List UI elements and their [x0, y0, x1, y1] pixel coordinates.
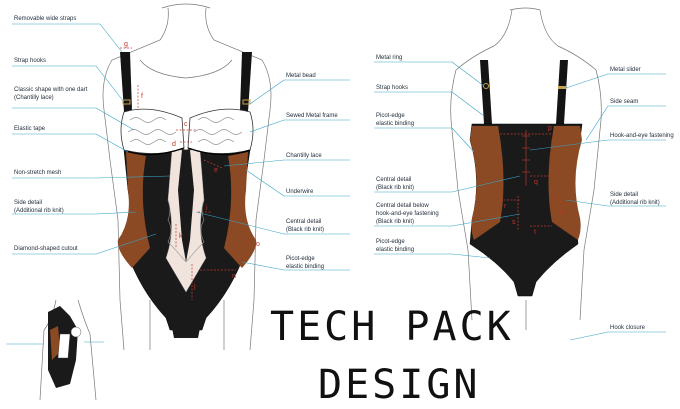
label-elastic-binding: elastic binding: [286, 264, 324, 270]
front-right-strap: [240, 52, 252, 112]
back-left-labels: Metal ring Strap hooks Picot-edge elasti…: [376, 55, 439, 253]
front-left-leaders: [12, 23, 171, 255]
front-central-detail: [178, 150, 194, 262]
back-mannequin: [450, 7, 602, 330]
meas-n: n: [232, 273, 236, 280]
back-left-leaders: [374, 61, 521, 259]
label-back-black-rib-knit-2: (Black rib knit): [376, 219, 414, 225]
label-metal-ring: Metal ring: [376, 55, 402, 61]
label-back-elastic-binding: elastic binding: [376, 121, 414, 127]
side-view-thumbnail: [6, 299, 104, 401]
label-hook-eye-fastening-note: hook-and-eye fastening: [376, 211, 439, 217]
meas-f: f: [141, 93, 143, 100]
label-metal-bead: Metal bead: [286, 73, 316, 79]
label-back-strap-hooks: Strap hooks: [376, 85, 408, 91]
label-central-detail: Central detail: [286, 219, 321, 225]
label-picot-edge: Picot-edge: [286, 256, 315, 262]
back-left-strap: [480, 60, 492, 124]
label-central-detail-below: Central detail below: [376, 203, 429, 209]
meas-q: q: [534, 179, 538, 186]
label-back-additional-rib-knit: (Additional rib knit): [610, 200, 660, 206]
label-strap-hooks: Strap hooks: [14, 58, 46, 64]
front-crotch: [170, 318, 202, 338]
label-non-stretch-mesh: Non-stretch mesh: [14, 170, 61, 176]
front-left-labels: Removable wide straps Strap hooks Classi…: [14, 16, 88, 252]
meas-j: j: [193, 283, 196, 290]
label-back-picot-edge-2: Picot-edge: [376, 239, 405, 245]
front-bodysuit: [117, 47, 257, 338]
back-metal-slider: [558, 86, 566, 89]
back-right-leaders: [529, 73, 666, 341]
meas-k: k: [179, 233, 183, 240]
label-back-central-detail: Central detail: [376, 177, 411, 183]
back-measurement-letters: p q r s t u: [504, 125, 564, 236]
back-right-side-detail: [548, 126, 582, 240]
label-classic-shape: Classic shape with one dart: [14, 87, 88, 93]
front-measurement-letters: g f c d e i k j n o: [124, 41, 260, 290]
label-underwire: Underwire: [286, 189, 314, 195]
meas-u: u: [560, 209, 564, 216]
front-left-strap: [120, 52, 132, 112]
label-metal-slider: Metal slider: [610, 67, 641, 73]
label-hook-and-eye-fastening: Hook-and-eye fastening: [610, 133, 674, 139]
back-bodysuit: [469, 60, 583, 297]
meas-r: r: [504, 203, 507, 210]
label-side-detail: Side detail: [14, 200, 42, 206]
meas-o: o: [256, 241, 260, 248]
label-back-side-detail: Side detail: [610, 192, 638, 198]
label-elastic-tape: Elastic tape: [14, 126, 46, 132]
label-chantilly-lace: Chantilly lace: [286, 153, 322, 159]
meas-p: p: [548, 125, 552, 132]
meas-e: e: [214, 167, 218, 174]
front-right-cup: [187, 108, 254, 154]
front-left-strap-hook: [122, 99, 131, 105]
meas-i: i: [206, 205, 208, 212]
label-back-picot-edge: Picot-edge: [376, 113, 405, 119]
front-right-strap-hook: [242, 99, 251, 105]
back-right-labels: Metal slider Side seam Hook-and-eye fast…: [610, 67, 674, 331]
label-side-seam: Side seam: [610, 99, 638, 105]
front-right-side-detail: [224, 152, 257, 268]
back-left-side-detail: [470, 126, 504, 240]
label-chantilly-lace-note: (Chantilly lace): [14, 95, 54, 101]
title-block: TECH PACK DESIGN: [270, 304, 514, 408]
meas-g: g: [124, 41, 128, 48]
front-right-leaders: [195, 79, 350, 271]
label-black-rib-knit: (Black rib knit): [286, 227, 324, 233]
title-line-2: DESIGN: [318, 362, 481, 408]
label-additional-rib-knit: (Additional rib knit): [14, 208, 64, 214]
back-metal-ring: [483, 83, 489, 89]
back-right-strap: [556, 60, 568, 124]
front-right-labels: Metal bead Sewed Metal frame Chantilly l…: [286, 73, 338, 270]
meas-t: t: [534, 229, 536, 236]
label-back-black-rib-knit: (Black rib knit): [376, 185, 414, 191]
meas-s: s: [512, 219, 516, 226]
label-back-elastic-binding-2: elastic binding: [376, 247, 414, 253]
meas-c: c: [184, 121, 188, 128]
label-removable-wide-straps: Removable wide straps: [14, 16, 76, 22]
title-line-1: TECH PACK: [270, 304, 514, 350]
label-diamond-cutout: Diamond-shaped cutout: [14, 246, 78, 252]
meas-d: d: [172, 141, 176, 148]
label-sewed-metal-frame: Sewed Metal frame: [286, 113, 338, 119]
label-hook-closure: Hook closure: [610, 325, 646, 331]
